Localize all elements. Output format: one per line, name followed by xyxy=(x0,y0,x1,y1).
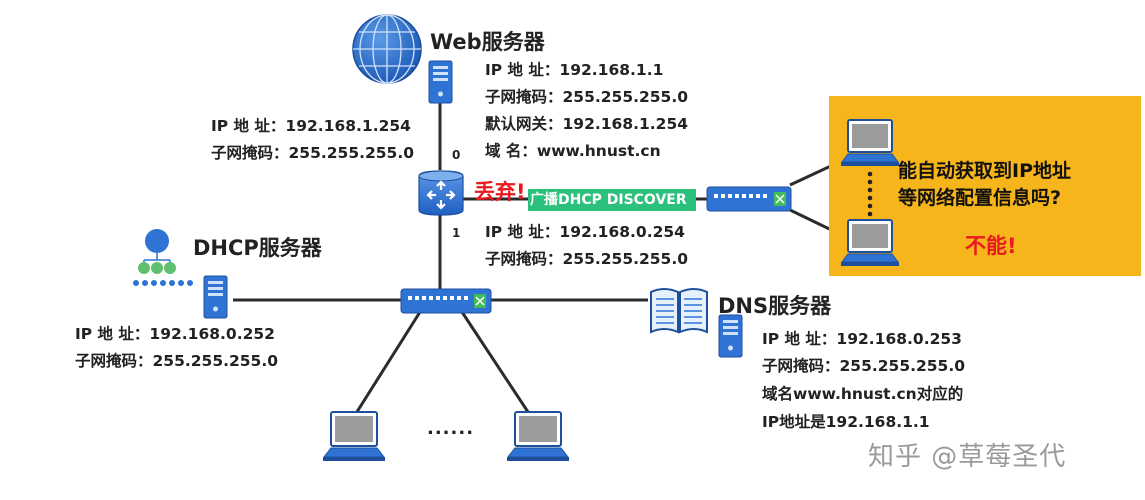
dns-server-icon xyxy=(718,314,743,358)
broadcast-label: 广播DHCP DISCOVER xyxy=(528,189,696,211)
panel-answer: 不能! xyxy=(965,234,1017,258)
watermark: 知乎 @草莓圣代 xyxy=(868,442,1067,472)
globe-icon xyxy=(352,14,422,84)
router-if1-mask: 子网掩码：255.255.255.0 xyxy=(485,250,689,268)
dns-server-record-ip: IP地址是192.168.1.1 xyxy=(762,413,930,431)
dns-server-ip: IP 地 址：192.168.0.253 xyxy=(762,330,962,348)
pc-panel-top-icon xyxy=(841,119,899,166)
dhcp-server-mask: 子网掩码：255.255.255.0 xyxy=(75,352,279,370)
panel-question-line-1: 能自动获取到IP地址 xyxy=(898,160,1071,182)
router-icon xyxy=(418,170,464,216)
web-server-domain: 域 名：www.hnust.cn xyxy=(485,142,661,160)
pc-bottom-left-icon xyxy=(322,411,386,461)
router-port-0: 0 xyxy=(452,148,461,162)
panel-question-line-2: 等网络配置信息吗? xyxy=(898,187,1062,209)
web-server-ip: IP 地 址：192.168.1.1 xyxy=(485,61,664,79)
switch-right-icon xyxy=(706,186,792,212)
discard-label: 丢弃! xyxy=(474,180,526,204)
pc-bottom-right-icon xyxy=(506,411,570,461)
router-if0-mask: 子网掩码：255.255.255.0 xyxy=(211,144,415,162)
web-server-mask: 子网掩码：255.255.255.0 xyxy=(485,88,689,106)
web-server-title: Web服务器 xyxy=(430,30,545,54)
dhcp-server-ip: IP 地 址：192.168.0.252 xyxy=(75,325,275,343)
link-switch-pc-right xyxy=(460,311,532,416)
vertical-dots-icon xyxy=(867,171,873,217)
dns-server-title: DNS服务器 xyxy=(718,294,832,318)
web-server-icon xyxy=(428,60,453,104)
panel-question: 能自动获取到IP地址 等网络配置信息吗? xyxy=(898,158,1071,212)
pc-panel-bottom-icon xyxy=(841,219,899,266)
dhcp-server-icon xyxy=(203,275,228,319)
bottom-ellipsis: ...... xyxy=(427,418,475,439)
dns-server-record: 域名www.hnust.cn对应的 xyxy=(762,385,964,403)
router-if1-ip: IP 地 址：192.168.0.254 xyxy=(485,223,685,241)
dhcp-network-icon xyxy=(133,229,193,286)
switch-center-icon xyxy=(400,288,492,314)
link-switch-pc-left xyxy=(353,311,422,416)
web-server-gateway: 默认网关：192.168.1.254 xyxy=(485,115,689,133)
router-port-1: 1 xyxy=(452,226,461,240)
book-icon xyxy=(650,288,708,334)
dns-server-mask: 子网掩码：255.255.255.0 xyxy=(762,357,966,375)
router-if0-ip: IP 地 址：192.168.1.254 xyxy=(211,117,411,135)
dhcp-server-title: DHCP服务器 xyxy=(193,236,322,260)
